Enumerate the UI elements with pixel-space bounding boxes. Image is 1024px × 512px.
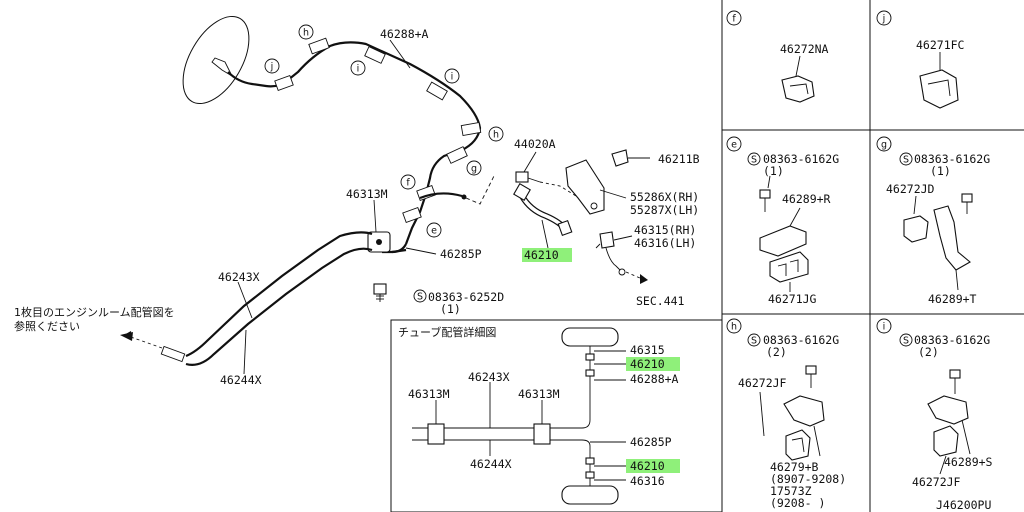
svg-text:g: g: [881, 140, 887, 151]
label-55286X: 55286X(RH): [630, 190, 699, 204]
callout-e: e: [431, 226, 437, 237]
bolt-icon: [805, 365, 817, 388]
label-46315RH: 46315(RH): [634, 223, 696, 237]
callout-h-2: h: [493, 130, 499, 141]
brake-line-46243X: [185, 231, 373, 358]
detail-label-46313M-right: 46313M: [518, 387, 560, 401]
bolt-icon: [961, 193, 973, 214]
panel-g-part-46289T: 46289+T: [928, 292, 977, 306]
bolt-icon: [949, 369, 961, 394]
label-46313M: 46313M: [346, 187, 388, 201]
bolt-icon: [373, 283, 387, 302]
label-sec-441[interactable]: SEC.441: [636, 294, 685, 308]
bracket-46289S-icon: [927, 395, 969, 425]
svg-text:e: e: [731, 140, 737, 151]
label-46243X: 46243X: [218, 270, 260, 284]
svg-text:S: S: [903, 336, 909, 347]
label-46244X: 46244X: [220, 373, 262, 387]
panel-f-part-46272NA: 46272NA: [780, 42, 829, 56]
label-46211B: 46211B: [658, 152, 700, 166]
detail-label-46315: 46315: [630, 343, 665, 357]
note-line-1: 1枚目のエンジンルーム配管図を: [14, 305, 175, 319]
callout-f: f: [406, 178, 410, 189]
bracket-46211B: [611, 149, 629, 167]
panel-e: e S 08363-6162G (1) 46289+R 46271JG: [726, 136, 839, 306]
panel-g-bolt: 08363-6162G: [914, 152, 990, 166]
detail-label-46210-bottom-highlighted[interactable]: 46210: [630, 459, 665, 473]
panel-i-bolt: 08363-6162G: [914, 333, 990, 347]
label-46210-highlighted[interactable]: 46210: [524, 248, 559, 262]
detail-label-46244X: 46244X: [470, 457, 512, 471]
clip-46272NA-icon: [781, 75, 815, 103]
callout-g: g: [471, 164, 477, 175]
clip-46272JF-icon: [933, 425, 959, 457]
clip-46271FC-icon: [919, 69, 959, 109]
bracket-46289R-icon: [759, 225, 807, 257]
panel-i-part-46272JF: 46272JF: [912, 475, 961, 489]
panel-g-qty: (1): [930, 164, 951, 178]
panel-i: i S 08363-6162G (2) 46289+S 46272JF: [876, 318, 993, 489]
label-bolt-qty: (1): [440, 302, 461, 316]
label-46288A: 46288+A: [380, 27, 429, 41]
panel-h-part-46279B: 46279+B: [770, 460, 819, 474]
label-44020A: 44020A: [514, 137, 556, 151]
panel-h-bolt: 08363-6162G: [763, 333, 839, 347]
clip-46272JD-icon: [903, 215, 929, 243]
panel-h-date1: (8907-9208): [770, 472, 846, 486]
panel-f: f 46272NA: [726, 10, 829, 103]
svg-text:S: S: [417, 292, 423, 303]
panel-g: g S 08363-6162G (1) 46272JD 46289+T: [876, 136, 990, 306]
detail-title: チューブ配管詳細図: [398, 325, 496, 339]
tube-detail-panel: チューブ配管詳細図 46315 46210 46288+A 46243X: [390, 319, 723, 512]
panel-e-qty: (1): [763, 164, 784, 178]
label-55287X: 55287X(LH): [630, 203, 699, 217]
brake-booster: [182, 15, 250, 105]
svg-text:i: i: [883, 322, 886, 333]
callout-i-2: i: [451, 72, 454, 83]
detail-label-46210-top-highlighted[interactable]: 46210: [630, 357, 665, 371]
svg-text:f: f: [732, 14, 736, 25]
svg-text:S: S: [751, 336, 757, 347]
panel-h: h S 08363-6162G (2) 46272JF 46279+B (890…: [726, 318, 846, 510]
bracket-46289T-icon: [933, 205, 971, 271]
note-line-2: 参照ください: [14, 319, 80, 333]
svg-text:j: j: [882, 14, 886, 25]
bracket-55286X: [565, 159, 605, 215]
detail-label-46288A: 46288+A: [630, 372, 679, 386]
svg-text:h: h: [731, 322, 737, 333]
brake-line-46244X: [185, 247, 373, 366]
svg-text:S: S: [751, 155, 757, 166]
panel-h-part-17573Z: 17573Z: [770, 484, 812, 498]
callout-j: j: [270, 62, 274, 73]
panel-e-part-46289R: 46289+R: [782, 192, 831, 206]
panel-h-date2: (9208- ): [770, 496, 825, 510]
callout-i-1: i: [357, 64, 360, 75]
panel-j-part-46271FC: 46271FC: [916, 38, 965, 52]
panel-h-qty: (2): [766, 345, 787, 359]
label-bolt-08363-6252D: 08363-6252D: [428, 290, 504, 304]
panel-j: j 46271FC: [876, 10, 965, 109]
detail-label-46313M-left: 46313M: [408, 387, 450, 401]
figure-code: J46200PU: [936, 498, 991, 512]
clip-46272JF-icon: [785, 429, 811, 461]
panel-g-part-46272JD: 46272JD: [886, 182, 935, 196]
bolt-icon: [759, 189, 771, 212]
detail-label-46316: 46316: [630, 474, 665, 488]
clip-46271JG-icon: [769, 251, 809, 283]
bracket-46279B-icon: [783, 395, 825, 427]
panel-i-part-46289S: 46289+S: [944, 455, 993, 469]
label-46285P: 46285P: [440, 247, 482, 261]
main-diagram: h j i i h g f e S: [14, 15, 700, 387]
panel-h-part-46272JF: 46272JF: [738, 376, 787, 390]
detail-panels: f 46272NA j 46271FC e S 08363-6162G (1): [721, 0, 1024, 512]
detail-label-46285P: 46285P: [630, 435, 672, 449]
label-46316LH: 46316(LH): [634, 236, 696, 250]
callout-h-1: h: [303, 28, 309, 39]
panel-e-part-46271JG: 46271JG: [768, 292, 817, 306]
detail-label-46243X: 46243X: [468, 370, 510, 384]
svg-text:S: S: [903, 155, 909, 166]
panel-e-bolt: 08363-6162G: [763, 152, 839, 166]
panel-i-qty: (2): [918, 345, 939, 359]
